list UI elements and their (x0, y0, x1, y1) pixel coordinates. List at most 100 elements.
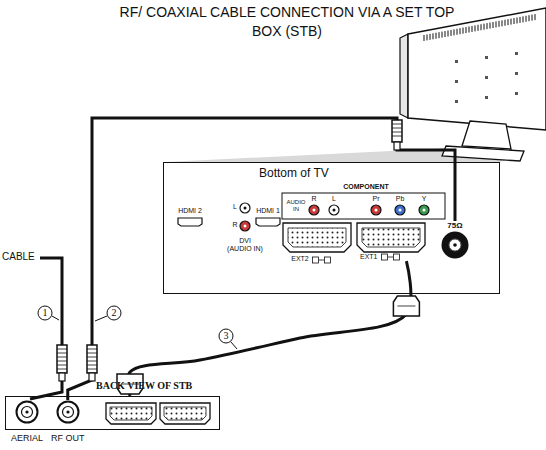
plug-ridge (57, 357, 67, 358)
jack-pin (423, 209, 426, 212)
icon-box (393, 254, 399, 260)
icon-line (319, 260, 324, 261)
vent-slot (460, 28, 461, 34)
socket-core (449, 239, 461, 251)
vent-slot (463, 28, 464, 34)
vent-slot (517, 17, 518, 23)
socket-ring (17, 402, 38, 423)
jack-label: Pb (396, 195, 405, 203)
socket-pin (25, 410, 28, 413)
vent-slot (508, 19, 509, 25)
scart-io-icon (313, 257, 331, 263)
jack-label: R (311, 195, 316, 203)
vent-slot (532, 15, 533, 21)
vent-slot (442, 32, 443, 38)
callout-circle (38, 306, 52, 320)
icon-box (381, 254, 387, 260)
plug-body (57, 345, 67, 373)
hdmi-slot (178, 218, 202, 226)
screw-hole (455, 80, 458, 83)
stb-scart-sockets (104, 401, 214, 429)
vent-slot (487, 23, 488, 29)
socket-ring (442, 232, 469, 259)
socket-pin (66, 410, 69, 413)
vent-slot (493, 22, 494, 28)
component-jack-green (419, 205, 429, 215)
screw-hole (455, 100, 458, 103)
jack-label: L (233, 203, 237, 211)
coax-socket: AERIAL (11, 400, 43, 443)
coax-socket-shape (56, 400, 80, 424)
vent-slot (469, 27, 470, 33)
vent-slot (451, 30, 452, 36)
label-anchor: R (311, 195, 316, 203)
scart-pins (362, 228, 420, 247)
plug-ridge (87, 361, 97, 362)
callout-circle (107, 306, 121, 320)
vent-slot (466, 27, 467, 33)
label-anchor: L (233, 203, 237, 211)
coax-socket-shape (15, 400, 39, 424)
jack-label: AUDIO IN (285, 199, 307, 212)
label-anchor: DVI (AUDIO IN) (226, 237, 264, 252)
vent-slot (502, 20, 503, 26)
jack-pin (375, 209, 378, 212)
plug-ridge (57, 365, 67, 366)
scart-socket: EXT1 (356, 222, 426, 261)
plug-ridge (87, 369, 97, 370)
plug-ridge (392, 136, 402, 137)
scart-io-icon (381, 253, 401, 261)
label-anchor: Y (422, 195, 427, 203)
vent-slot (484, 24, 485, 30)
audio-jack-white (329, 205, 339, 215)
set-top-box: AERIALRF OUTBACK VIEW OF STB (5, 396, 220, 430)
scart-plug (393, 296, 419, 316)
vent-slot (433, 33, 434, 39)
vent-slot (505, 20, 506, 26)
label-anchor: 3 (224, 330, 229, 341)
scart-pins (110, 407, 152, 420)
label-anchor: COMPONENT (343, 183, 389, 191)
component-jack-red (371, 205, 381, 215)
hdmi-slot (256, 218, 280, 226)
component-group-box (282, 193, 445, 219)
tv-set (400, 8, 546, 161)
audio-jack-red (309, 205, 319, 215)
plug-ridge (57, 349, 67, 350)
vent-slot (496, 21, 497, 27)
screw-hole (485, 76, 488, 79)
label-anchor: Pr (373, 195, 380, 203)
audio-jack-white (240, 203, 250, 213)
scart-socket-shape (356, 222, 426, 253)
audio-jack-red (240, 221, 250, 231)
label-anchor: AUDIO IN (285, 199, 307, 212)
label-anchor: EXT2 (291, 255, 309, 263)
scart-pins (288, 228, 346, 247)
tv-bottom-panel: EXT175ΩBottom of TV (163, 162, 500, 294)
coax-plug (57, 345, 67, 381)
plug-ridge (392, 124, 402, 125)
callout-number: 3 (224, 330, 229, 341)
node-label: RF OUT (51, 433, 85, 443)
jack-pin (244, 225, 247, 228)
vent-slot (448, 30, 449, 36)
coax-plug (392, 120, 402, 150)
callout-number: 1 (43, 307, 48, 318)
plug-ridge (87, 349, 97, 350)
vent-slot (514, 18, 515, 24)
plug-ridge (87, 365, 97, 366)
rf-input-socket: 75Ω (440, 221, 470, 260)
callout-number: 2 (112, 307, 117, 318)
vent-slot (511, 19, 512, 25)
vent-slot (526, 16, 527, 22)
socket-pin (453, 243, 457, 247)
vent-slot (478, 25, 479, 31)
component-jack-blue (395, 205, 405, 215)
plug-ridge (57, 369, 67, 370)
plug-ridge (392, 132, 402, 133)
port-label: EXT2 (291, 255, 309, 263)
vent-slot (439, 32, 440, 38)
scart-socket (283, 223, 351, 252)
rf-socket-shape (440, 230, 470, 260)
